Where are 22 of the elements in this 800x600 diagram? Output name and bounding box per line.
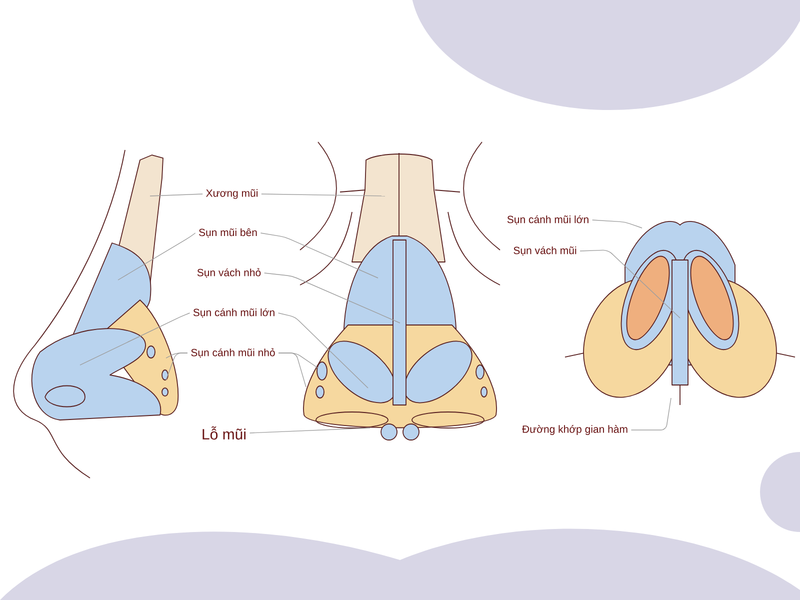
part-label: Sụn cánh mũi lớn [193,308,274,318]
leader-line [278,312,368,388]
part-label: Sụn vách mũi [514,246,576,256]
part-label: Sụn cánh mũi nhỏ [191,348,275,358]
leader-line [150,194,203,196]
part-label: Sụn vách nhỏ [197,268,261,278]
part-label: Lỗ mũi [202,426,246,440]
leader-line [278,352,306,388]
leader-line [80,312,190,366]
leader-line [264,272,400,324]
leader-line [249,428,370,434]
part-label: Đường khớp gian hàm [522,425,628,435]
leader-line [592,220,642,228]
leader-line [261,194,386,196]
part-label: Sụn mũi bên [199,228,257,238]
leader-line [580,250,680,318]
leader-line [630,398,672,430]
leader-line [118,232,196,280]
leader-line [166,352,188,380]
part-label: Xương mũi [206,189,258,199]
part-label: Sụn cánh mũi lớn [507,215,588,225]
leader-line [260,232,378,278]
